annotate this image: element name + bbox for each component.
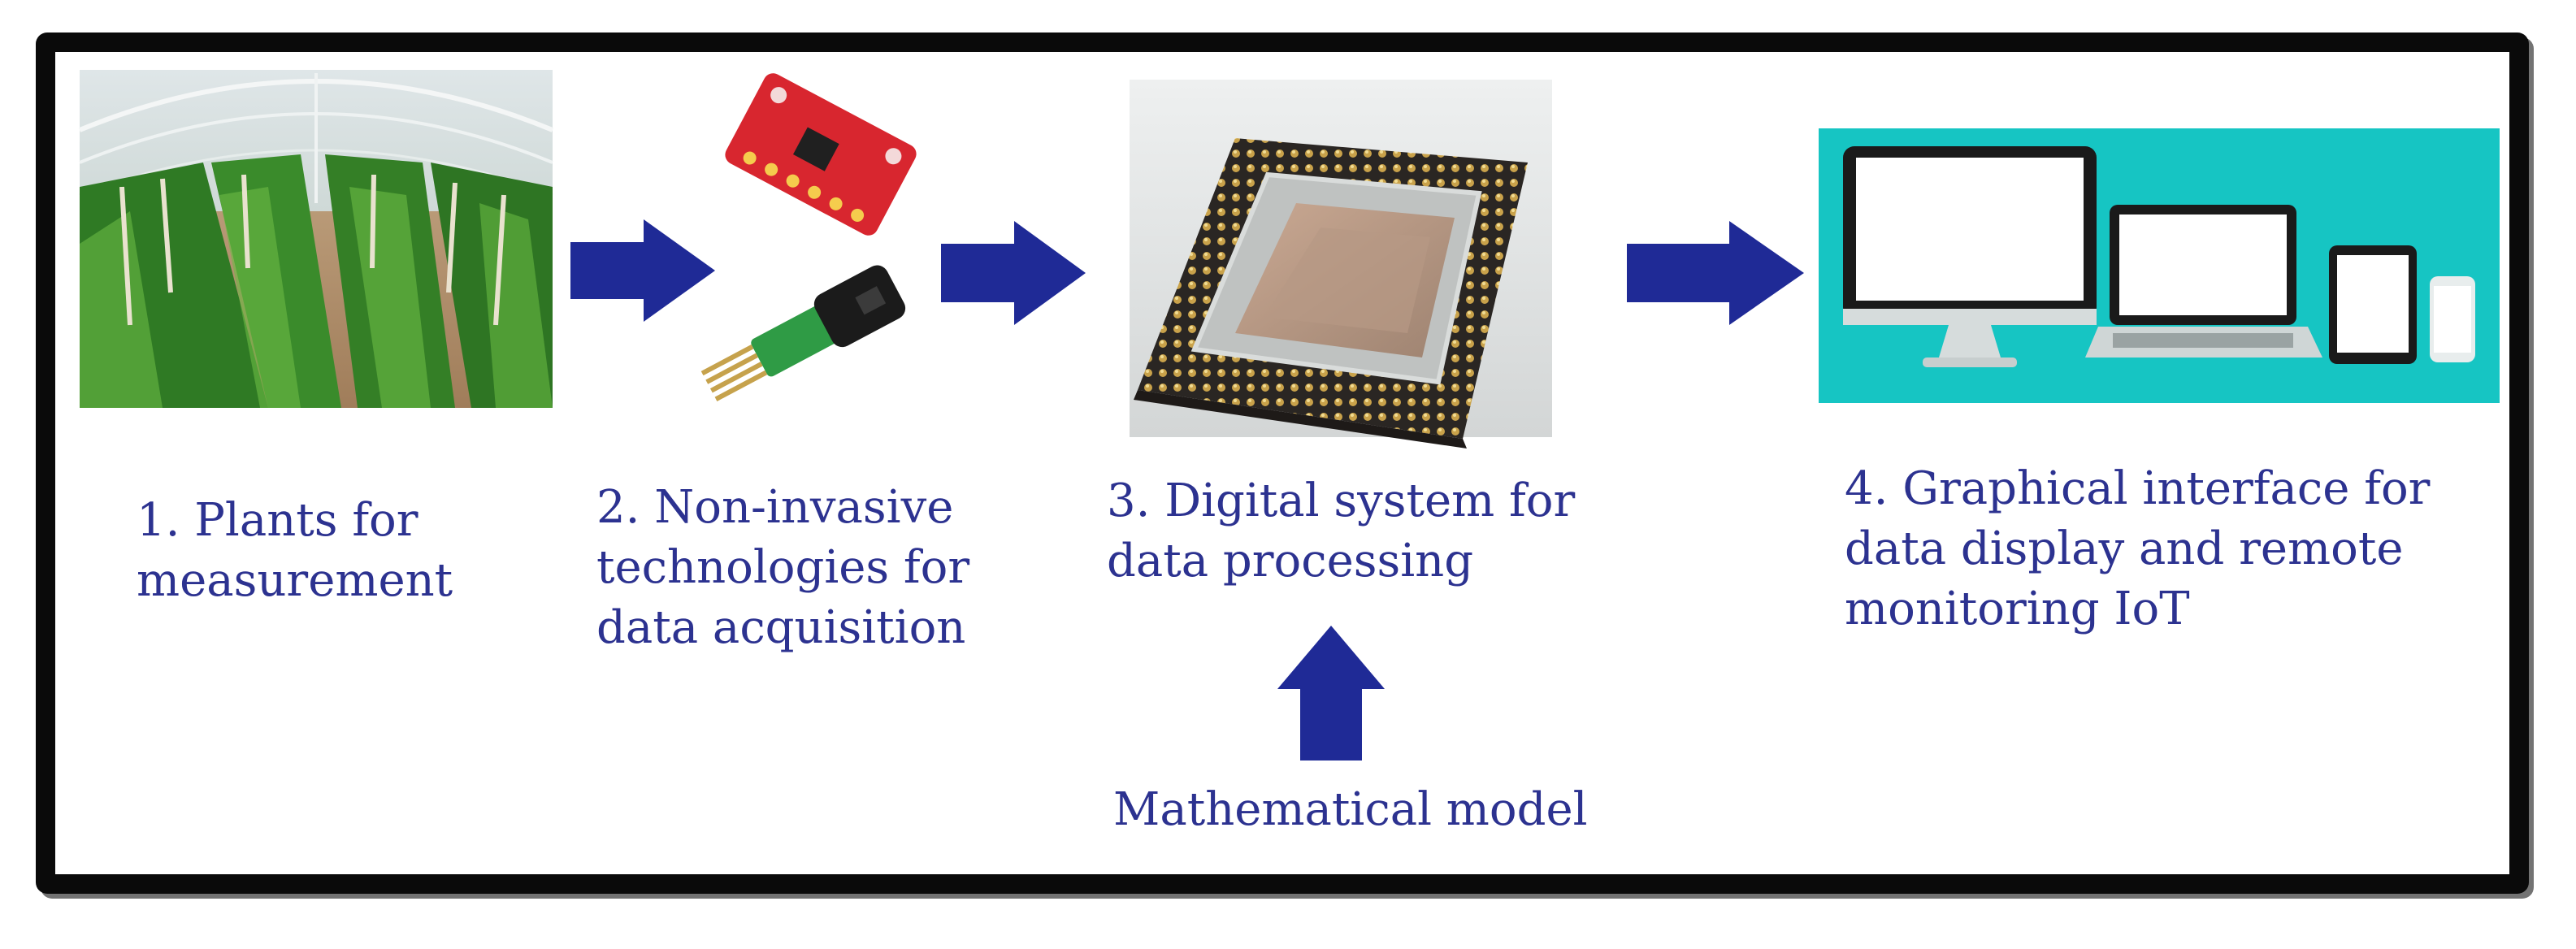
- step-3-caption: 3. Digital system for data processing: [1107, 471, 1575, 592]
- step-2-line-3: data acquisition: [596, 601, 966, 654]
- step-4-line-1: 4. Graphical interface for: [1845, 462, 2431, 515]
- step-4-line-3: monitoring IoT: [1845, 583, 2190, 635]
- sensor-modules-photo: [700, 73, 917, 401]
- step-3-line-2: data processing: [1107, 535, 1474, 587]
- step-1-caption: 1. Plants for measurement: [137, 491, 453, 611]
- right-arrow-icon: [1627, 221, 1804, 325]
- mathematical-model-label: Mathematical model: [1113, 783, 1588, 836]
- step-4-line-2: data display and remote: [1845, 522, 2404, 575]
- step-4-caption: 4. Graphical interface for data display …: [1845, 459, 2430, 639]
- devices-illustration: [1819, 128, 2500, 403]
- step-1-line-1: 1. Plants for: [137, 494, 418, 547]
- up-arrow-icon: [1277, 626, 1385, 760]
- step-2-caption: 2. Non-invasive technologies for data ac…: [596, 478, 969, 658]
- right-arrow-icon: [570, 219, 715, 322]
- processor-chip-photo: [1130, 80, 1552, 448]
- step-3-line-1: 3. Digital system for: [1107, 474, 1576, 527]
- greenhouse-photo: [78, 70, 554, 408]
- step-2-line-1: 2. Non-invasive: [596, 481, 954, 534]
- step-1-line-2: measurement: [137, 554, 453, 607]
- step-2-line-2: technologies for: [596, 541, 970, 594]
- right-arrow-icon: [941, 221, 1086, 325]
